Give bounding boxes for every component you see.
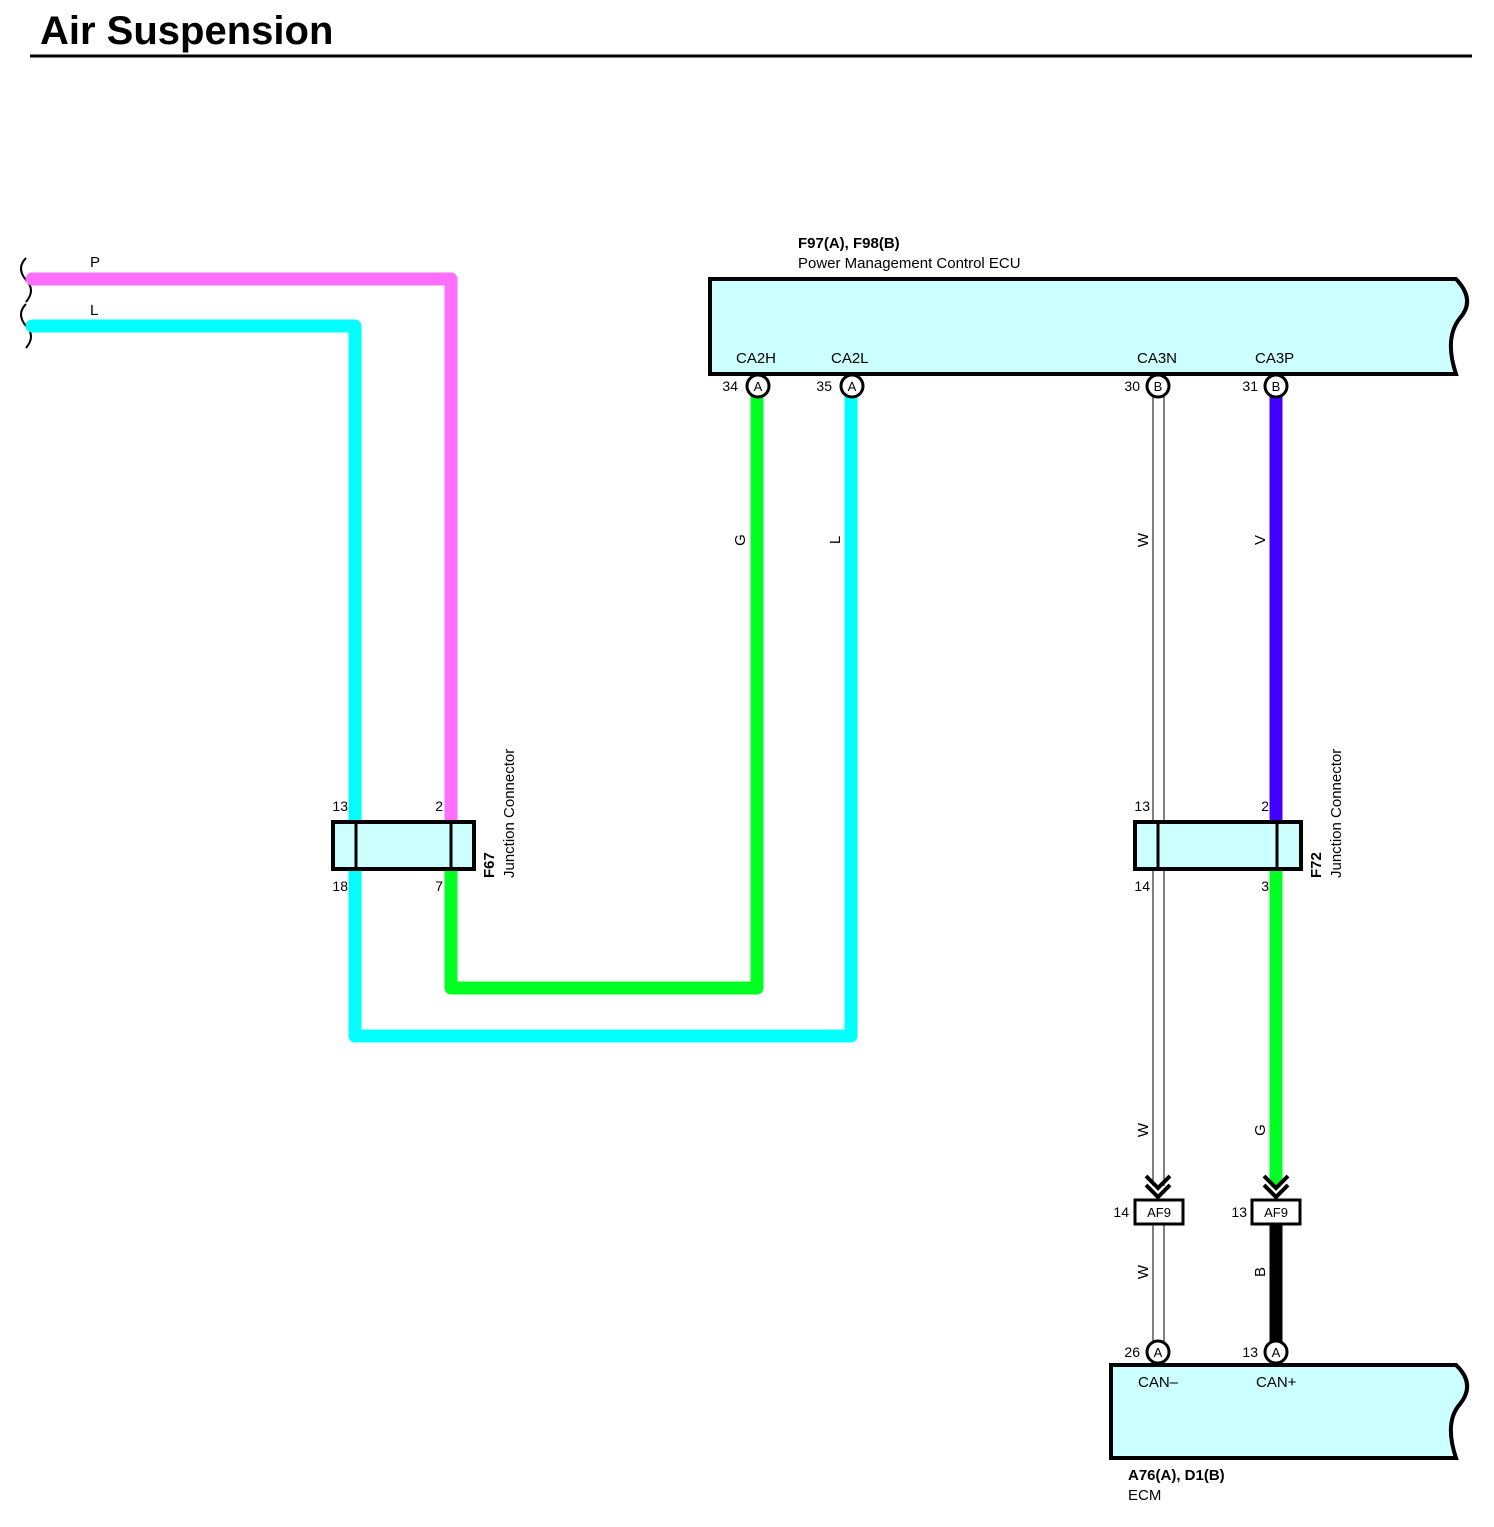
wire-code-w-ca3n: W <box>1135 532 1152 547</box>
pin-13: A 13 <box>1242 1339 1289 1365</box>
wire-white-ca3n <box>1152 397 1165 1345</box>
wire-code-p: P <box>90 254 100 271</box>
ecu-top-name: Power Management Control ECU <box>798 255 1021 272</box>
svg-text:13: 13 <box>1242 1344 1258 1360</box>
svg-text:31: 31 <box>1242 378 1258 394</box>
pin-30: B 30 <box>1124 373 1171 399</box>
ecm-terminal-can-minus: CAN– <box>1138 1374 1179 1391</box>
svg-text:AF9: AF9 <box>1264 1205 1288 1220</box>
pin-35: A 35 <box>816 373 865 399</box>
wire-code-b-can-plus: B <box>1252 1267 1269 1277</box>
ecu-top-id: F97(A), F98(B) <box>798 235 900 252</box>
chevron-down-icon <box>1262 1174 1290 1200</box>
svg-text:A: A <box>1272 1345 1281 1360</box>
wire-code-l-left: L <box>90 302 98 319</box>
f67-pin-13: 13 <box>332 798 348 814</box>
wire-code-w-can-minus: W <box>1135 1264 1152 1279</box>
page-title: Air Suspension <box>40 9 333 53</box>
svg-text:B: B <box>1272 379 1281 394</box>
inline-connector-af9-14: AF9 14 <box>1113 1198 1185 1226</box>
ecm-terminal-can-plus: CAN+ <box>1256 1374 1297 1391</box>
wire-code-l-ca2l: L <box>827 536 844 544</box>
f67-pin-7: 7 <box>435 878 443 894</box>
svg-text:AF9: AF9 <box>1147 1205 1171 1220</box>
f72-id: F72 <box>1308 852 1325 878</box>
svg-text:A: A <box>848 379 857 394</box>
f72-pin-14: 14 <box>1134 878 1150 894</box>
ecu-terminal-ca3n: CA3N <box>1137 350 1177 367</box>
ecu-terminal-ca2l: CA2L <box>831 350 869 367</box>
pin-34: A 34 <box>722 373 771 399</box>
svg-text:B: B <box>1154 379 1163 394</box>
svg-text:30: 30 <box>1124 378 1140 394</box>
svg-text:A: A <box>1154 1345 1163 1360</box>
svg-text:13: 13 <box>1231 1204 1247 1220</box>
ecu-top-box <box>708 277 1469 376</box>
wire-code-g-ca2h: G <box>732 534 749 546</box>
pin-26: A 26 <box>1124 1339 1171 1365</box>
wire-code-g-lower: G <box>1252 1124 1269 1136</box>
svg-text:34: 34 <box>722 378 738 394</box>
f72-pin-3: 3 <box>1261 878 1269 894</box>
ecu-terminal-ca2h: CA2H <box>736 350 776 367</box>
ecm-box <box>1109 1363 1469 1460</box>
svg-text:A: A <box>754 379 763 394</box>
svg-text:26: 26 <box>1124 1344 1140 1360</box>
junction-connector-f72 <box>1133 820 1303 871</box>
inline-connector-af9-13: AF9 13 <box>1231 1198 1302 1226</box>
svg-text:14: 14 <box>1113 1204 1129 1220</box>
wire-pink-p <box>25 272 458 825</box>
f67-pin-18: 18 <box>332 878 348 894</box>
wire-code-w-lower: W <box>1135 1122 1152 1137</box>
wire-cyan-l-left <box>25 319 362 825</box>
pin-31: B 31 <box>1242 373 1289 399</box>
chevron-down-icon <box>1144 1174 1172 1200</box>
wire-green-ca2h <box>444 390 764 995</box>
wire-code-v-ca3p: V <box>1252 535 1269 545</box>
f72-pin-13: 13 <box>1134 798 1150 814</box>
svg-text:35: 35 <box>816 378 832 394</box>
wire-cyan-ca2l <box>348 390 858 1043</box>
f67-pin-2: 2 <box>435 798 443 814</box>
f67-id: F67 <box>481 852 498 878</box>
ecm-id: A76(A), D1(B) <box>1128 1467 1225 1484</box>
ecu-terminal-ca3p: CA3P <box>1255 350 1294 367</box>
f67-name: Junction Connector <box>501 749 518 878</box>
f72-pin-2: 2 <box>1261 798 1269 814</box>
ecm-name: ECM <box>1128 1487 1161 1504</box>
f72-name: Junction Connector <box>1328 749 1345 878</box>
junction-connector-f67 <box>331 820 476 871</box>
